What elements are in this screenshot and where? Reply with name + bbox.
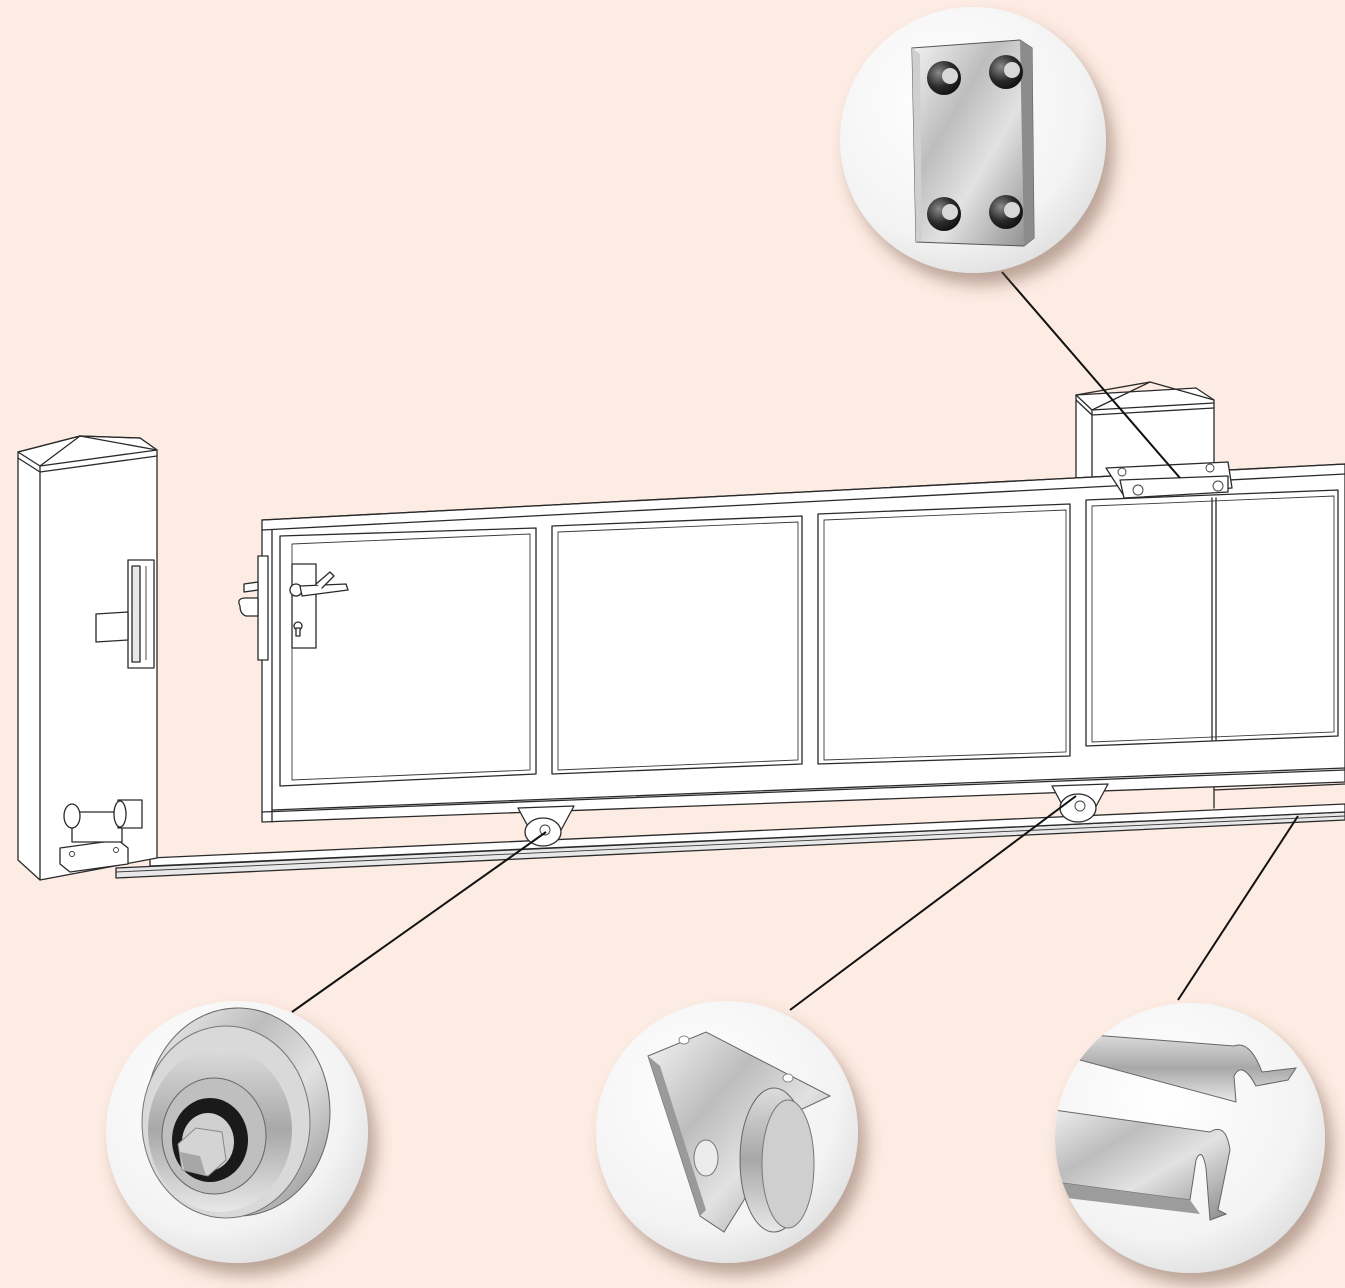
gate-lock [238,555,349,661]
leader-lines [291,271,1299,1013]
leader-groove-wheel [291,831,547,1013]
v-groove-wheel-icon [141,1007,331,1219]
gate-wheel-left [517,805,575,847]
ground-track-rail-icon [1055,1033,1298,1221]
left-post [17,435,158,881]
leader-top-bracket [1001,271,1181,479]
leader-wheel-bracket [789,795,1077,1011]
top-guide-roller-bracket-icon [911,39,1035,247]
callout-top-guide-bracket [840,7,1106,273]
callout-ground-track [1055,1003,1325,1273]
wheel-bracket-icon [647,1031,832,1233]
leader-ground-track [1177,815,1299,1001]
gate-panel [261,461,1345,823]
callout-wheel-bracket [596,1001,858,1263]
callout-groove-wheel [106,1001,368,1263]
gate-drawing [17,381,1345,881]
